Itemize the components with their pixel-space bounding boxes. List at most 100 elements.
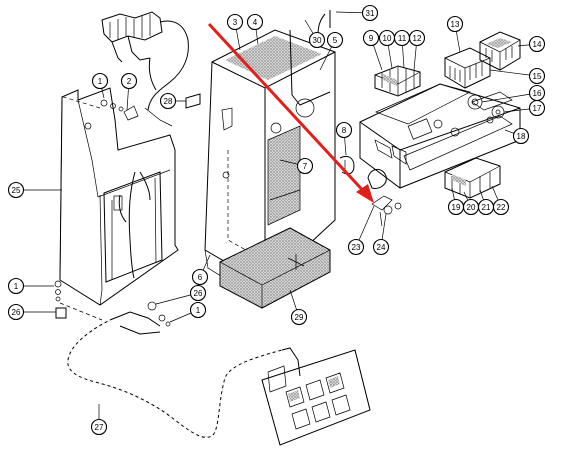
- callout-circle: [361, 4, 379, 22]
- callout-label: 11: [398, 34, 407, 43]
- callout-c17: 17: [503, 99, 546, 117]
- round-controls: [467, 94, 505, 119]
- lower-harness: [67, 311, 301, 439]
- callout-circle: [296, 157, 314, 175]
- callout-c21: 21: [477, 189, 495, 216]
- callout-c20: 20: [462, 191, 480, 216]
- front-harness: [113, 171, 151, 279]
- callout-c26a: 26: [155, 284, 207, 305]
- callout-c22: 22: [491, 185, 510, 216]
- callout-label: 4: [253, 18, 258, 27]
- red-arrow: [207, 22, 370, 198]
- callout-circle: [226, 13, 244, 31]
- callout-label: 2: [127, 77, 132, 86]
- callout-label: 3: [233, 18, 238, 27]
- callout-label: 12: [413, 34, 422, 43]
- callout-c14: 14: [517, 35, 546, 53]
- callout-label: 23: [352, 243, 361, 252]
- callout-c9: 9: [362, 29, 383, 71]
- callout-circle: [512, 127, 530, 145]
- callout-circle: [7, 277, 25, 295]
- callout-c30: 30: [304, 19, 326, 49]
- callout-label: 16: [533, 89, 542, 98]
- callout-label: 21: [482, 203, 491, 212]
- callout-label: 1: [196, 306, 201, 315]
- callout-circle: [408, 29, 426, 47]
- hardware-bottom: [54, 280, 171, 327]
- callout-label: 10: [383, 34, 392, 43]
- callout-c26b: 26: [7, 303, 56, 321]
- callout-c24: 24: [372, 213, 390, 256]
- callout-label: 18: [517, 132, 526, 141]
- callout-c12: 12: [408, 29, 426, 71]
- callout-circle: [191, 268, 209, 286]
- callout-label: 31: [366, 9, 375, 18]
- callout-circle: [326, 31, 344, 49]
- callout-label: 1: [98, 77, 103, 86]
- callout-circle: [308, 31, 326, 49]
- switch-block-top: [374, 65, 421, 97]
- callout-c7: 7: [279, 157, 314, 175]
- callout-c6: 6: [191, 254, 211, 286]
- callout-label: 20: [467, 203, 476, 212]
- callout-circle: [446, 15, 464, 33]
- callout-circle: [362, 29, 380, 47]
- callout-leader: [481, 92, 538, 103]
- callout-circle: [347, 238, 365, 256]
- connector-board: [261, 349, 371, 446]
- callout-label: 24: [377, 243, 386, 252]
- callout-label: 5: [333, 36, 338, 45]
- callout-circle: [91, 72, 109, 90]
- callout-label: 8: [342, 126, 347, 135]
- callout-circle: [189, 284, 207, 302]
- callout-circle: [189, 301, 207, 319]
- callout-label: 17: [533, 104, 542, 113]
- callout-c4: 4: [246, 13, 264, 45]
- callout-c19: 19: [447, 187, 465, 216]
- front-panel: [59, 87, 179, 306]
- callout-label: 9: [369, 34, 374, 43]
- callout-c31: 31: [335, 4, 379, 22]
- red-arrow-head: [356, 184, 374, 203]
- callout-circle: [528, 35, 546, 53]
- switch-block-bottom: [444, 157, 501, 199]
- callout-circle: [492, 198, 510, 216]
- callout-c15: 15: [489, 67, 546, 85]
- callout-label: 1: [14, 282, 19, 291]
- callout-label: 22: [497, 203, 506, 212]
- callout-circle: [246, 13, 264, 31]
- hardware-top: [59, 95, 139, 121]
- callout-circle: [7, 303, 25, 321]
- callout-c1a: 1: [91, 72, 109, 99]
- callout-c11: 11: [393, 29, 411, 69]
- callout-c1b: 1: [7, 277, 54, 295]
- top-connectors: [101, 11, 189, 127]
- modules-right: [444, 31, 521, 89]
- callout-c23: 23: [347, 205, 375, 256]
- callout-label: 29: [295, 313, 304, 322]
- callout-label: 7: [303, 162, 308, 171]
- callout-c5: 5: [319, 31, 344, 71]
- callout-c3: 3: [226, 13, 244, 51]
- callout-label: 14: [533, 40, 542, 49]
- callout-c13: 13: [446, 15, 464, 53]
- callout-label: 28: [164, 97, 173, 106]
- callout-circle: [528, 99, 546, 117]
- knob-parts: [367, 169, 402, 227]
- callout-c2: 2: [120, 72, 138, 111]
- callout-label: 30: [313, 36, 322, 45]
- callout-circle: [335, 121, 353, 139]
- callout-label: 6: [198, 273, 203, 282]
- callout-c25: 25: [7, 181, 62, 199]
- callout-label: 26: [12, 308, 21, 317]
- callout-c18: 18: [504, 127, 530, 145]
- callout-circle: [90, 418, 108, 436]
- callout-c16: 16: [481, 84, 546, 103]
- callout-circle: [120, 72, 138, 90]
- callout-circle: [290, 308, 308, 326]
- callout-label: 19: [452, 203, 461, 212]
- callout-label: 13: [451, 20, 460, 29]
- callout-label: 26: [194, 289, 203, 298]
